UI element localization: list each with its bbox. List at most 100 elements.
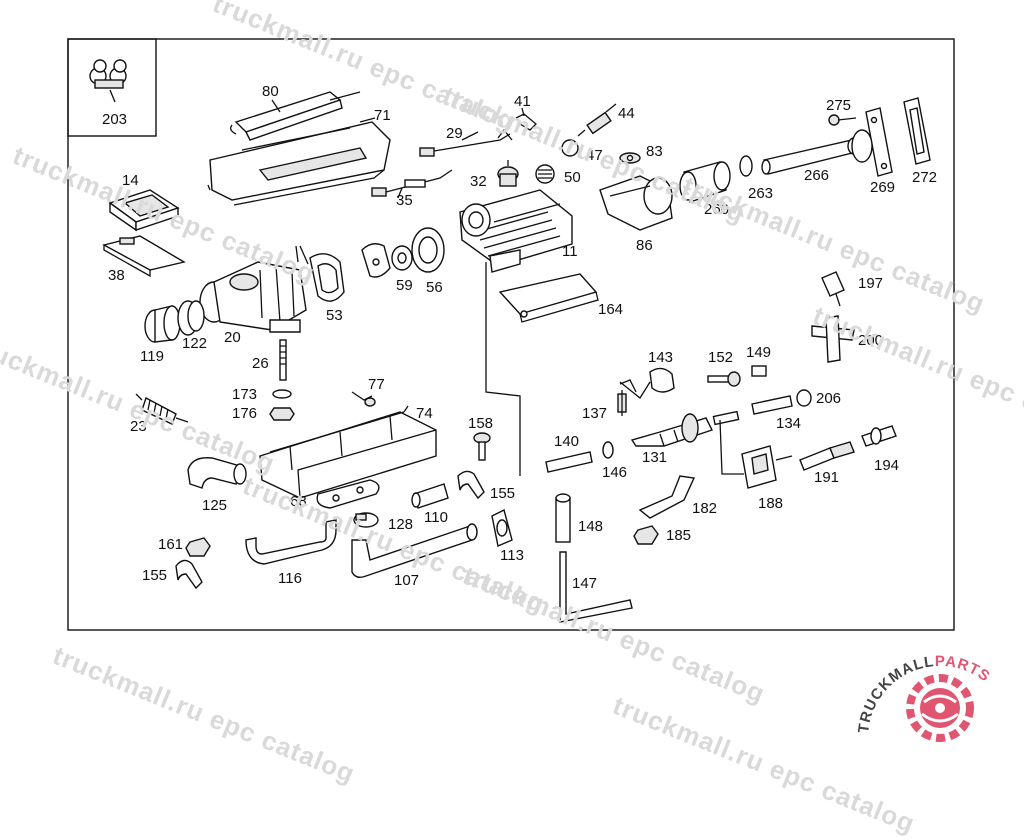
part-label: 146 xyxy=(602,464,627,481)
part-label: 29 xyxy=(446,125,463,142)
part-label: 47 xyxy=(586,147,603,164)
part-label: 56 xyxy=(426,279,443,296)
part-125-hose xyxy=(187,457,247,489)
part-161-nut xyxy=(185,537,211,557)
part-label: 71 xyxy=(374,107,391,124)
part-137-nipple xyxy=(617,390,627,416)
part-191-plug xyxy=(799,441,855,471)
part-label: 173 xyxy=(232,386,257,403)
part-plate-near-59 xyxy=(361,243,391,278)
part-label: 260 xyxy=(704,201,729,218)
part-label: 59 xyxy=(396,277,413,294)
part-label: 38 xyxy=(108,267,125,284)
part-68-plate xyxy=(316,479,380,509)
part-label: 68 xyxy=(290,493,307,510)
part-label: 35 xyxy=(396,192,413,209)
part-label: 116 xyxy=(278,570,302,587)
diagram-frame xyxy=(67,38,955,631)
part-269-flange xyxy=(851,107,893,177)
part-label: 272 xyxy=(912,169,937,186)
part-41-clip xyxy=(515,107,537,131)
part-131-fuel-pump xyxy=(630,410,740,447)
part-label: 11 xyxy=(562,243,578,260)
parts-diagram: 203 80 71 41 44 29 47 83 275 32 50 35 14… xyxy=(67,38,974,742)
part-134-hose xyxy=(751,395,793,415)
part-50-spring xyxy=(535,164,555,184)
part-label: 41 xyxy=(514,93,531,110)
part-label: 149 xyxy=(746,344,771,361)
part-label: 176 xyxy=(232,405,257,422)
part-label: 140 xyxy=(554,433,579,450)
part-11-heat-exchanger xyxy=(459,189,573,280)
part-116-exhaust-pipe xyxy=(245,519,337,565)
part-label: 188 xyxy=(758,495,783,512)
part-label: 77 xyxy=(368,376,385,393)
part-176-nut xyxy=(269,407,295,421)
part-label: 107 xyxy=(394,572,419,589)
part-label: 206 xyxy=(816,390,841,407)
part-label: 191 xyxy=(814,469,839,486)
label-inset-203: 203 xyxy=(102,111,127,128)
part-32-nozzle xyxy=(497,160,519,187)
part-label: 137 xyxy=(582,405,607,422)
part-label: 86 xyxy=(636,237,653,254)
part-80-cover xyxy=(230,91,343,141)
part-128-clamp xyxy=(353,512,379,528)
part-164-bracket xyxy=(498,273,599,323)
part-148-hose xyxy=(555,493,571,543)
part-185-nut xyxy=(633,525,659,545)
part-194-connector xyxy=(861,425,897,447)
part-label: 80 xyxy=(262,83,279,100)
part-label: 266 xyxy=(804,167,829,184)
part-label: 194 xyxy=(874,457,899,474)
part-83-nut xyxy=(619,152,641,164)
part-label: 113 xyxy=(500,547,524,564)
part-label: 125 xyxy=(202,497,227,514)
part-263-clamp xyxy=(739,155,753,177)
part-35-wire xyxy=(371,169,453,199)
part-197-connector xyxy=(821,271,845,307)
part-label: 161 xyxy=(158,536,183,553)
part-label: 14 xyxy=(122,172,139,189)
part-label: 32 xyxy=(470,173,487,190)
part-147-pipe xyxy=(559,551,633,623)
part-158-screw xyxy=(473,432,491,461)
part-label: 83 xyxy=(646,143,663,160)
part-label: 158 xyxy=(468,415,493,432)
part-label: 50 xyxy=(564,169,581,186)
part-272-gasket xyxy=(903,97,931,165)
logo-text-parts: PARTS xyxy=(935,653,994,686)
part-155-clamp xyxy=(457,470,485,500)
inset-box xyxy=(67,38,157,137)
part-26-stud xyxy=(279,339,287,381)
brand-logo-text: TRUCKMALLPARTS xyxy=(858,653,994,734)
part-44-glow-plug xyxy=(577,103,617,137)
part-29-wire xyxy=(419,128,513,157)
part-label: 275 xyxy=(826,97,851,114)
part-188-connector-housing xyxy=(741,445,793,489)
part-14-control-unit xyxy=(108,189,180,232)
part-label: 197 xyxy=(858,275,883,292)
part-113-bracket xyxy=(491,508,513,547)
part-label: 155 xyxy=(142,567,167,584)
part-47-ring xyxy=(561,139,579,157)
part-label: 269 xyxy=(870,179,895,196)
part-23-filter xyxy=(135,393,189,425)
part-label: 182 xyxy=(692,500,717,517)
part-label: 185 xyxy=(666,527,691,544)
brand-gear-logo xyxy=(906,674,974,742)
part-label: 26 xyxy=(252,355,269,372)
part-143-clamp xyxy=(619,367,675,393)
part-71-housing xyxy=(207,117,391,206)
part-label: 110 xyxy=(424,509,448,526)
part-38-plate xyxy=(102,235,186,278)
part-label: 128 xyxy=(388,516,413,533)
part-152-screw xyxy=(707,371,741,387)
part-label: 20 xyxy=(224,329,241,346)
part-label: 119 xyxy=(140,348,164,365)
logo-text-truckmall: TRUCKMALL xyxy=(858,653,935,734)
part-119-cap xyxy=(144,305,181,343)
part-149-sleeve xyxy=(751,365,767,377)
part-173-washer xyxy=(272,389,292,399)
